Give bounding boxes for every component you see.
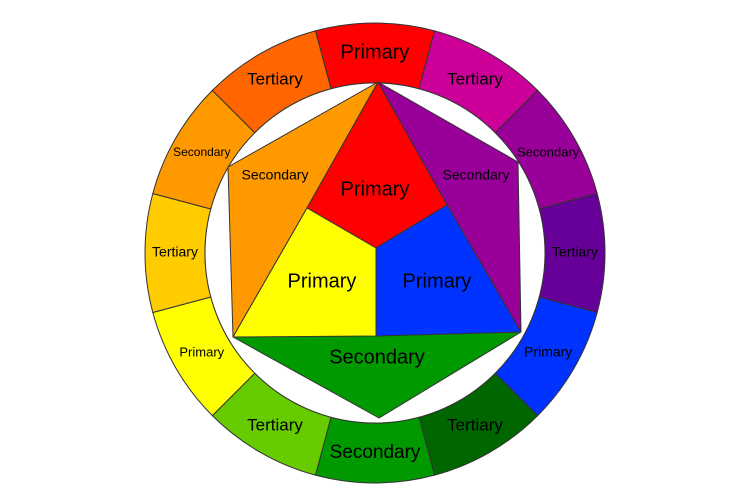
yellow-region-label: Primary [288,270,357,292]
ring-segment-label: Secondary [173,145,230,159]
orange-region-label: Secondary [242,167,309,183]
ring-segment-label: Primary [341,41,410,63]
ring-segment-label: Tertiary [447,69,503,88]
ring-segment-label: Tertiary [447,416,503,435]
ring-segment-label: Primary [179,344,224,359]
ring-segment-label: Tertiary [152,244,198,260]
blue-region [375,204,522,337]
green-region-label: Secondary [329,346,425,368]
ring-segment-label: Secondary [330,442,421,463]
ring-segment-label: Secondary [517,144,580,159]
purple-region-label: Secondary [443,167,510,183]
red-region-label: Primary [341,178,410,200]
blue-region-label: Primary [403,270,472,292]
ring-segment-label: Tertiary [552,244,598,260]
ring-segment-label: Tertiary [247,69,303,88]
ring-segment-label: Primary [524,344,572,360]
ring-segment-label: Tertiary [247,416,303,435]
